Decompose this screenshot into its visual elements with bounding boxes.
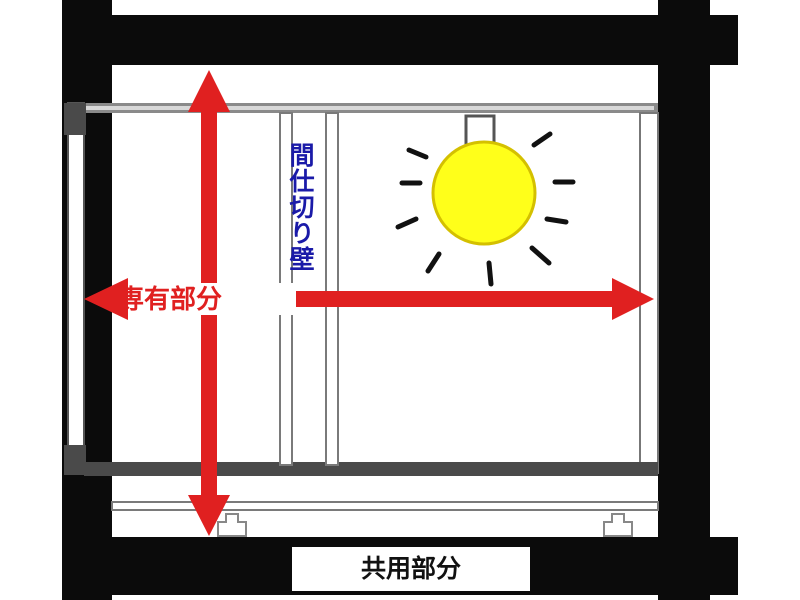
right-wall	[639, 112, 659, 474]
common-area-label: 共用部分	[292, 547, 530, 591]
partition-wall-label: 間仕切り壁	[286, 142, 315, 272]
floor-support-right	[603, 513, 633, 537]
floor-line	[84, 462, 658, 476]
sun-icon	[395, 114, 576, 287]
underfloor-panel	[111, 501, 659, 511]
upper-floor-slab	[62, 15, 738, 65]
right-column	[658, 0, 710, 600]
floor-support-left	[217, 513, 247, 537]
left-wall	[67, 102, 85, 474]
exclusive-area-label: 専有部分	[118, 285, 223, 315]
